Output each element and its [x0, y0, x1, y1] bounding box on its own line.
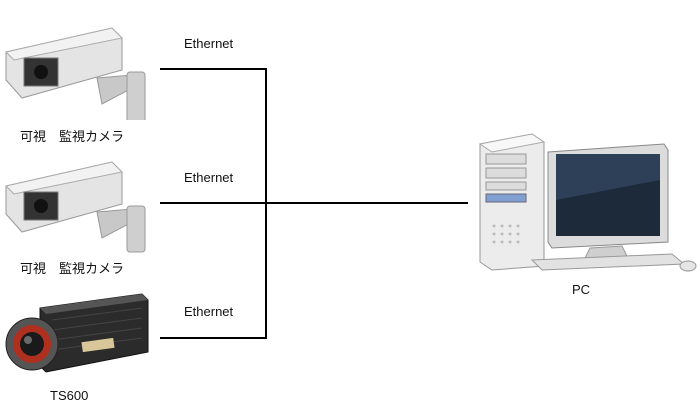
ethernet-label-1: Ethernet	[184, 36, 233, 51]
visible-camera-2	[2, 154, 152, 254]
security-camera-icon	[2, 20, 152, 120]
security-camera-icon	[2, 154, 152, 254]
ethernet-label-2: Ethernet	[184, 170, 233, 185]
camera-1-label: 可視 監視カメラ	[20, 126, 124, 145]
ethernet-label-3: Ethernet	[184, 304, 233, 319]
desktop-pc	[472, 130, 698, 275]
visible-camera-1	[2, 20, 152, 120]
camera-2-label: 可視 監視カメラ	[20, 258, 124, 277]
thermal-camera-icon	[2, 290, 152, 382]
desktop-computer-icon	[472, 130, 698, 275]
thermal-camera-label: TS600	[50, 388, 88, 403]
pc-label: PC	[572, 282, 590, 297]
thermal-camera-ts600	[2, 290, 152, 382]
